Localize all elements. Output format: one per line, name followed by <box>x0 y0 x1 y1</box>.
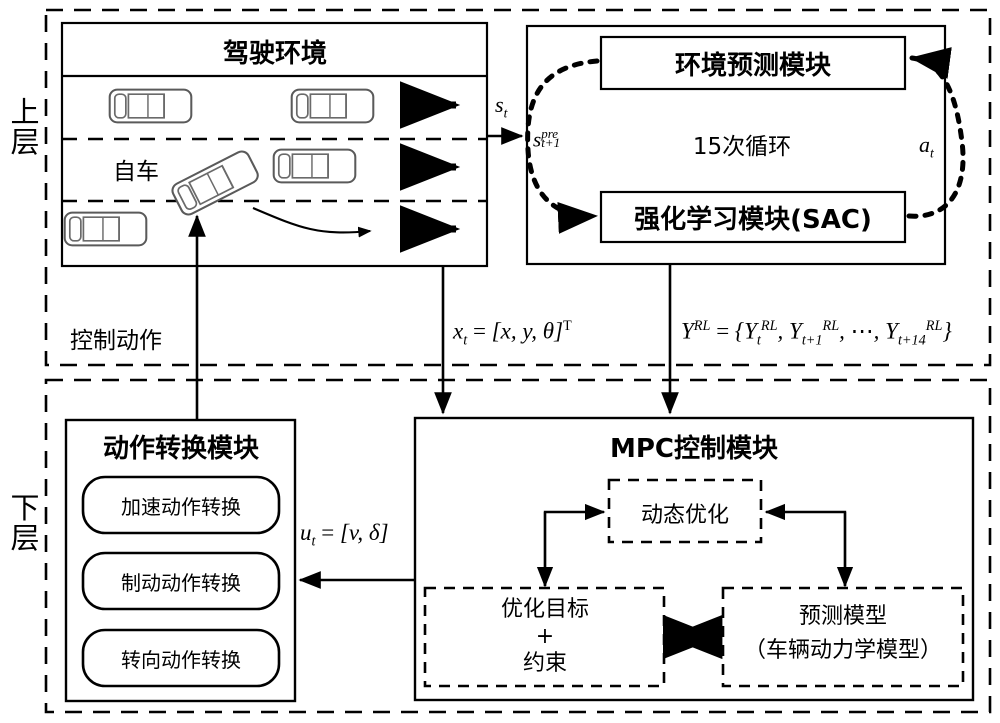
action-loop-arrow <box>906 47 966 219</box>
ego-trajectory-curve <box>252 207 372 238</box>
predicted-state-loop-arrow <box>525 58 600 234</box>
upper-layer-boundary <box>44 8 992 367</box>
lower-layer-boundary <box>44 378 992 714</box>
state-input-label: st <box>495 92 508 121</box>
lane-direction-arrows <box>400 81 461 253</box>
accelerate-conversion-label: 加速动作转换 <box>121 495 241 519</box>
rl-module-box <box>599 190 907 244</box>
action-conversion-box <box>64 418 297 703</box>
control-input-formula: ut = [v, δ] <box>300 520 389 550</box>
car-lane2-right <box>272 148 357 184</box>
loop-count-label: 15次循环 <box>692 134 792 160</box>
dynamic-optimization-box <box>607 478 763 544</box>
car-lane1-left <box>108 88 193 124</box>
steer-conversion-label: 转向动作转换 <box>121 648 241 672</box>
prediction-model-label: 预测模型 （车辆动力学模型） <box>743 604 943 664</box>
car-lane1-right <box>290 88 375 124</box>
upper-layer-label: 上 层 <box>10 95 40 159</box>
lower-layer-label: 下 层 <box>10 491 40 555</box>
objective-constraint-label: 优化目标 + 约束 <box>500 597 590 676</box>
env-prediction-module-label: 环境预测模块 <box>674 51 832 81</box>
action-label: at <box>919 132 934 161</box>
env-prediction-module-box <box>599 35 907 91</box>
action-conversion-title: 动作转换模块 <box>102 434 260 464</box>
car-lane3-left <box>63 211 148 247</box>
driving-environment-title: 驾驶环境 <box>222 39 328 69</box>
objective-constraint-box <box>423 586 666 688</box>
mpc-module-title: MPC控制模块 <box>609 434 779 464</box>
prediction-model-box <box>721 586 965 688</box>
state-vector-formula: xt = [x, y, θ]T <box>453 318 572 349</box>
brake-conversion-label: 制动动作转换 <box>121 571 241 595</box>
mpc-internal-connectors <box>536 503 854 588</box>
ego-car-label: 自车 <box>113 159 159 185</box>
dynamic-optimization-label: 动态优化 <box>640 503 730 528</box>
predicted-state-label: s pre t+1 <box>533 126 561 152</box>
rl-module-label: 强化学习模块(SAC) <box>634 205 872 235</box>
rl-trajectory-formula: YRL = {YtRL, Yt+1RL, ⋯, Yt+14RL} <box>681 318 952 349</box>
control-action-label: 控制动作 <box>70 328 162 354</box>
